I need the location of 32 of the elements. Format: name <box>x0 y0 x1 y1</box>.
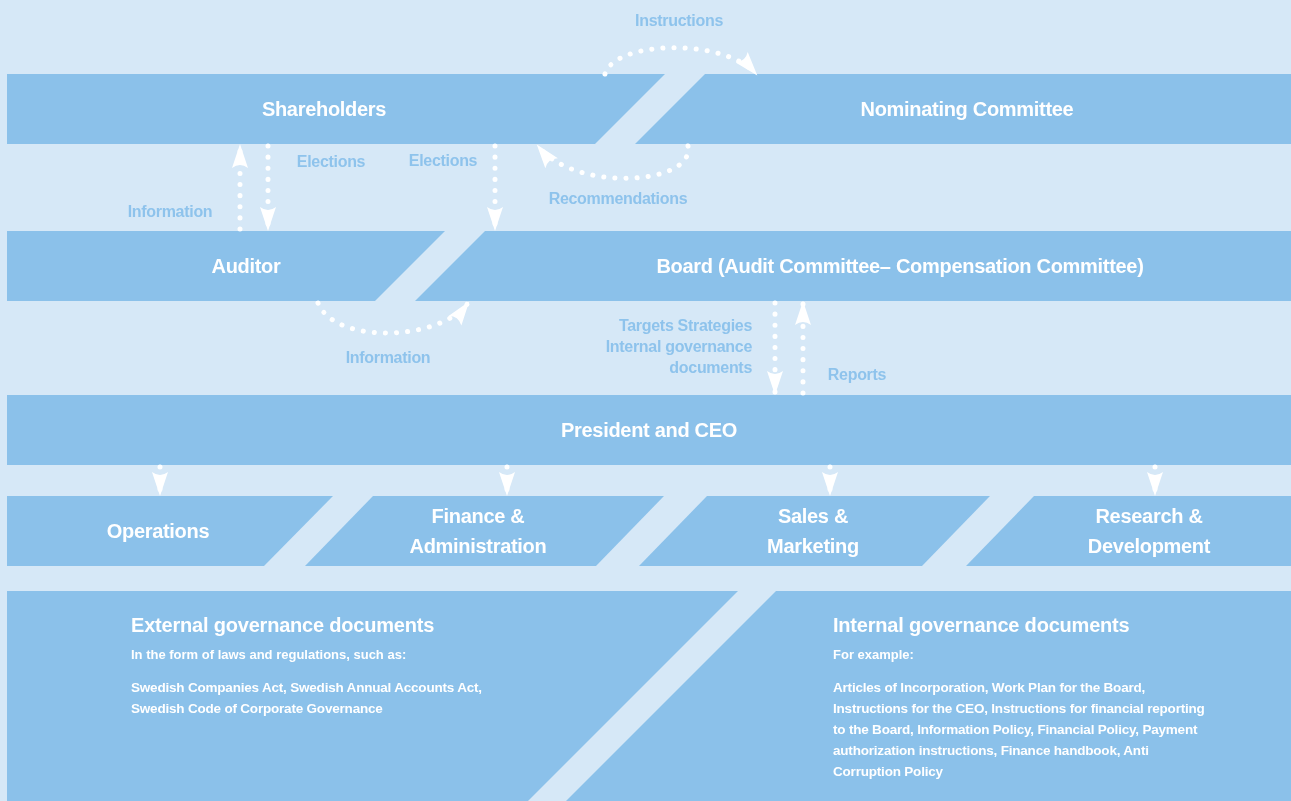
document-panel <box>566 591 1291 801</box>
org-band <box>7 496 333 566</box>
band-label: Nominating Committee <box>860 97 1074 122</box>
band-label: President and CEO <box>560 418 738 443</box>
edge-label: Targets Strategies Internal governance documents <box>604 315 752 378</box>
edge-label: Instructions <box>635 10 723 31</box>
org-band <box>966 496 1291 566</box>
edge-label: Elections <box>408 150 478 171</box>
edge-label: Information <box>127 201 213 222</box>
band-label: Auditor <box>211 254 281 279</box>
band-label: Finance & Administration <box>408 504 548 559</box>
edge-label: Information <box>345 347 431 368</box>
panel-text: Articles of Incorporation, Work Plan for the Board, Instructions for the CEO, Instructions for financial reporting to the Board, Information Policy, Financial Policy, Payment authorization instructions, Finance handbook, Anti Corruption Policy <box>833 678 1206 781</box>
band-label: Sales & Marketing <box>766 504 860 559</box>
panel-heading: External governance documents <box>131 613 435 637</box>
document-panel <box>7 591 738 801</box>
band-label: Operations <box>106 519 210 544</box>
org-band <box>7 395 1291 465</box>
panel-text: Swedish Companies Act, Swedish Annual Accounts Act, Swedish Code of Corporate Governance <box>131 678 483 718</box>
panel-heading: Internal governance documents <box>833 613 1130 637</box>
band-label: Research & Development <box>1086 504 1212 559</box>
panel-subheading: For example: <box>833 647 914 664</box>
band-label: Shareholders <box>261 97 387 122</box>
panel-subheading: In the form of laws and regulations, such as: <box>131 647 407 664</box>
band-label: Board (Audit Committee– Compensation Committee) <box>656 254 1144 279</box>
org-band <box>635 74 1291 144</box>
edge-label: Reports <box>827 364 887 385</box>
org-band <box>7 74 665 144</box>
org-band <box>7 231 445 301</box>
edge-label: Recommendations <box>548 188 688 209</box>
org-band <box>415 231 1291 301</box>
edge-label: Elections <box>296 151 366 172</box>
